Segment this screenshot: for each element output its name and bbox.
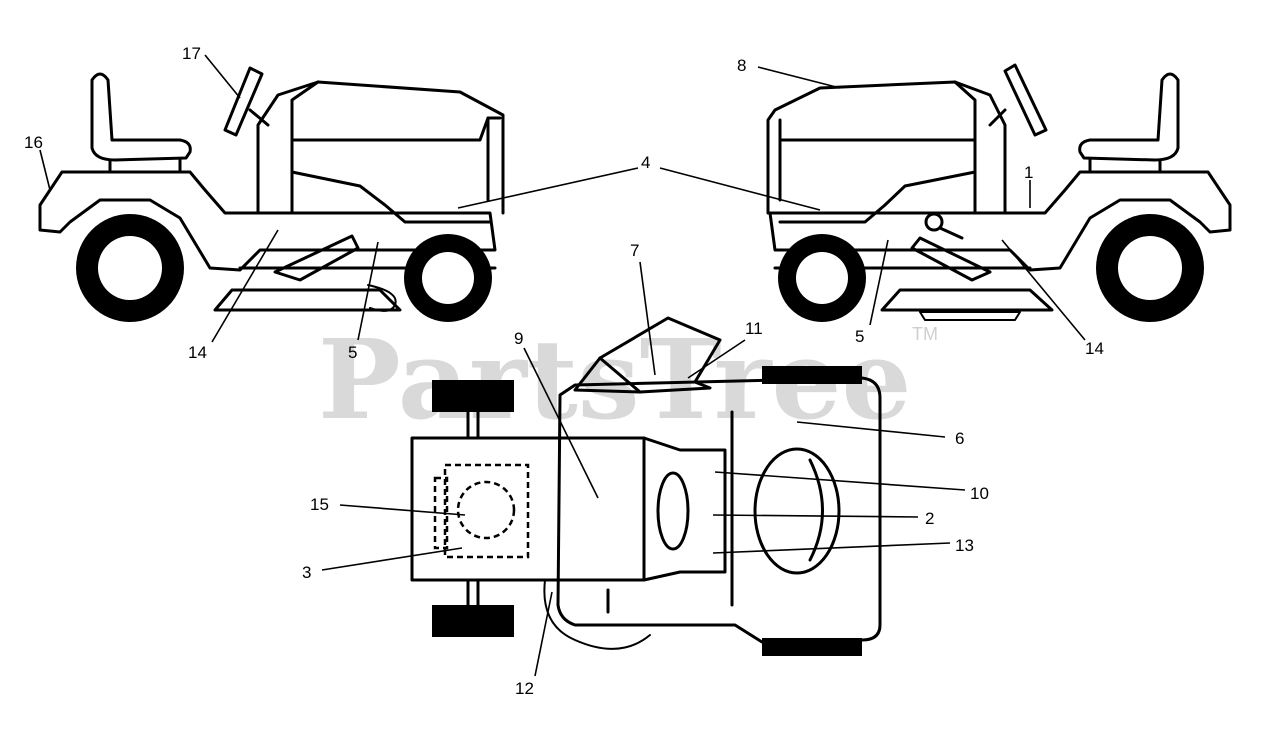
callout-8: 8	[737, 56, 746, 75]
callout-2: 2	[925, 509, 934, 528]
tractor-right-side-view	[766, 63, 1232, 322]
callout-16: 16	[24, 133, 43, 152]
tractor-left-side-view	[38, 66, 505, 322]
callout-4: 4	[641, 153, 650, 172]
callout-14-left: 14	[188, 343, 207, 362]
callout-15: 15	[310, 495, 329, 514]
callout-1: 1	[1024, 163, 1033, 182]
callout-9: 9	[514, 329, 523, 348]
tractor-top-view	[410, 316, 882, 656]
callout-7: 7	[630, 241, 639, 260]
callout-14-right: 14	[1085, 339, 1104, 358]
leader-lines	[39, 54, 1086, 677]
callout-11: 11	[745, 319, 763, 338]
callout-17: 17	[182, 44, 201, 63]
callout-6: 6	[955, 429, 964, 448]
callout-3: 3	[302, 563, 311, 582]
callout-13: 13	[955, 536, 974, 555]
callout-12: 12	[515, 679, 534, 698]
callout-labels: 17 16 14 5 4 8 1 5 14 7 11 9 6 10 2 13 1…	[24, 44, 1104, 698]
callout-10: 10	[970, 484, 989, 503]
callout-5-left: 5	[348, 343, 357, 362]
callout-5-right: 5	[855, 327, 864, 346]
watermark-trademark: TM	[912, 324, 938, 344]
